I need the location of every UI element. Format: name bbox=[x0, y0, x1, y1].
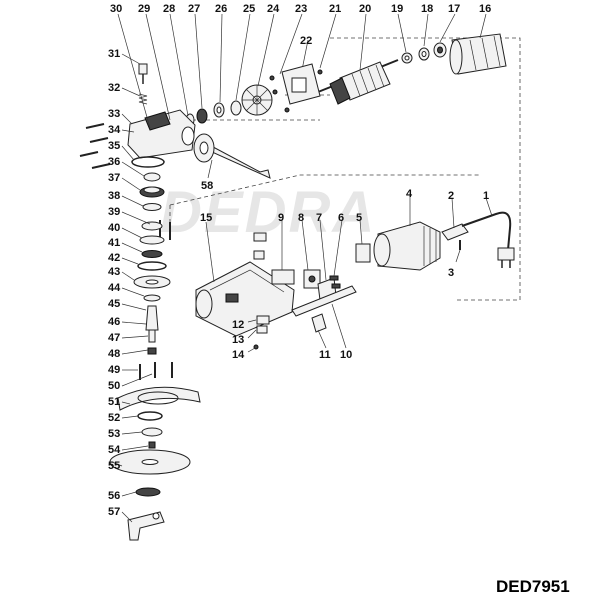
callout-27: 27 bbox=[188, 3, 200, 15]
callout-leader-lines bbox=[111, 13, 493, 523]
assembly-dashed-lines bbox=[150, 37, 521, 301]
callout-9: 9 bbox=[278, 212, 284, 224]
model-number: DED7951 bbox=[496, 577, 570, 596]
callout-15: 15 bbox=[200, 212, 212, 224]
callout-24: 24 bbox=[267, 3, 280, 15]
callout-22: 22 bbox=[300, 35, 312, 47]
callout-21: 21 bbox=[329, 3, 341, 15]
callout-labels: 30 29 28 27 26 25 24 23 21 20 19 18 17 1… bbox=[108, 3, 491, 518]
callout-8: 8 bbox=[298, 212, 304, 224]
callout-41: 41 bbox=[108, 237, 120, 249]
callout-13: 13 bbox=[232, 334, 244, 346]
callout-38: 38 bbox=[108, 190, 120, 202]
callout-48: 48 bbox=[108, 348, 120, 360]
callout-39: 39 bbox=[108, 206, 120, 218]
callout-11: 11 bbox=[319, 349, 331, 361]
callout-43: 43 bbox=[108, 266, 120, 278]
callout-34: 34 bbox=[108, 124, 121, 136]
callout-35: 35 bbox=[108, 140, 120, 152]
top-assembly-parts bbox=[185, 33, 507, 179]
callout-36: 36 bbox=[108, 156, 120, 168]
callout-49: 49 bbox=[108, 364, 120, 376]
callout-55: 55 bbox=[108, 460, 120, 472]
callout-31: 31 bbox=[108, 48, 120, 60]
callout-47: 47 bbox=[108, 332, 120, 344]
callout-10: 10 bbox=[340, 349, 352, 361]
callout-6: 6 bbox=[338, 212, 344, 224]
callout-52: 52 bbox=[108, 412, 120, 424]
callout-29: 29 bbox=[138, 3, 150, 15]
callout-5: 5 bbox=[356, 212, 362, 224]
gear-head-parts bbox=[79, 63, 201, 541]
callout-53: 53 bbox=[108, 428, 120, 440]
callout-12: 12 bbox=[232, 319, 244, 331]
callout-56: 56 bbox=[108, 490, 120, 502]
callout-7: 7 bbox=[316, 212, 322, 224]
callout-33: 33 bbox=[108, 108, 120, 120]
callout-18: 18 bbox=[421, 3, 433, 15]
callout-44: 44 bbox=[108, 282, 121, 294]
callout-19: 19 bbox=[391, 3, 403, 15]
callout-25: 25 bbox=[243, 3, 255, 15]
callout-32: 32 bbox=[108, 82, 120, 94]
callout-45: 45 bbox=[108, 298, 120, 310]
callout-1: 1 bbox=[483, 190, 489, 202]
callout-14: 14 bbox=[232, 349, 245, 361]
callout-28: 28 bbox=[163, 3, 175, 15]
callout-23: 23 bbox=[295, 3, 307, 15]
callout-51: 51 bbox=[108, 396, 120, 408]
callout-3: 3 bbox=[448, 267, 454, 279]
callout-4: 4 bbox=[406, 188, 413, 200]
brand-watermark: DEDRA bbox=[160, 180, 376, 245]
callout-54: 54 bbox=[108, 444, 121, 456]
callout-57: 57 bbox=[108, 506, 120, 518]
callout-30: 30 bbox=[110, 3, 122, 15]
callout-40: 40 bbox=[108, 222, 120, 234]
callout-50: 50 bbox=[108, 380, 120, 392]
callout-20: 20 bbox=[359, 3, 371, 15]
callout-17: 17 bbox=[448, 3, 460, 15]
callout-37: 37 bbox=[108, 172, 120, 184]
callout-16: 16 bbox=[479, 3, 491, 15]
callout-26: 26 bbox=[215, 3, 227, 15]
motor-housing-parts bbox=[195, 211, 515, 350]
callout-42: 42 bbox=[108, 252, 120, 264]
callout-58: 58 bbox=[201, 180, 213, 192]
callout-46: 46 bbox=[108, 316, 120, 328]
callout-2: 2 bbox=[448, 190, 454, 202]
